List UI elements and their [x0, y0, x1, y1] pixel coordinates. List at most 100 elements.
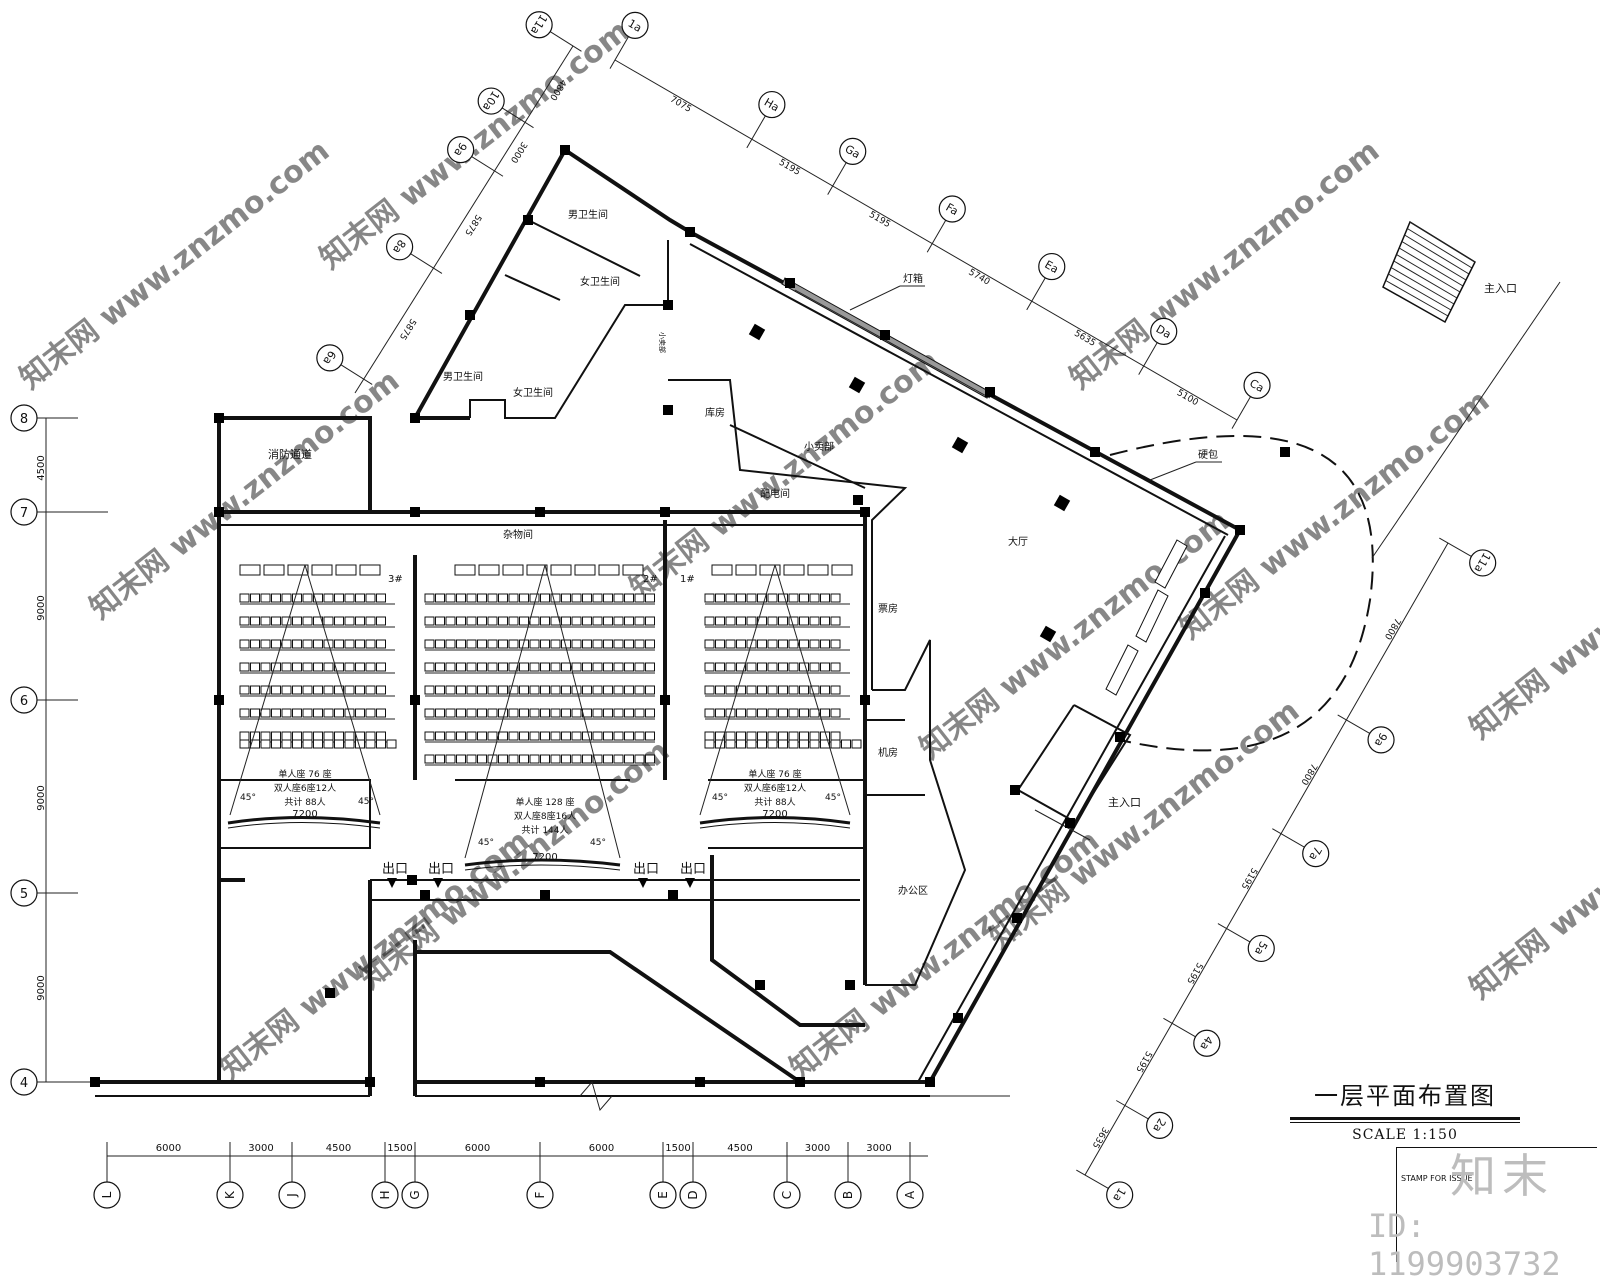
watermark-text: 知末网 www.znzmo.com	[83, 363, 406, 626]
room-labels: 消防通道 男卫生间 女卫生间 男卫生间 女卫生间 库房 小卖部 配电间 杂物间 …	[268, 208, 1517, 897]
room-label-machine-room: 机房	[878, 746, 898, 759]
hall-2-line3: 共计 144人	[521, 824, 568, 836]
diag-axis-label: 7a	[1306, 844, 1324, 862]
diag-axis-label: Ha	[762, 96, 782, 115]
bottom-axis-label: F	[533, 1191, 547, 1198]
hall-3-line3: 共计 88人	[284, 796, 325, 808]
diag-axis-label: 4a	[1197, 1034, 1215, 1052]
watermark-text: 知末网 www.znzmo.com	[313, 13, 636, 276]
bottom-dim: 3000	[866, 1143, 891, 1154]
room-label-mens-toilet-top: 男卫生间	[568, 208, 608, 221]
exit-label: 出口	[428, 862, 454, 877]
cinema-seats	[239, 564, 862, 766]
bottom-axis-label: H	[378, 1190, 392, 1199]
left-dim: 9000	[36, 785, 47, 810]
room-label-main-entrance-side: 主入口	[1108, 796, 1141, 809]
bottom-axis-label: L	[100, 1191, 114, 1198]
room-label-soft-pack: 硬包	[1198, 448, 1218, 461]
diag-dim: 5875	[397, 317, 418, 342]
left-axis-grid: 8 7 6 5 4 4500 9000 9000 9000	[10, 404, 108, 1096]
angle-label: 45°	[358, 797, 374, 807]
left-axis-label: 6	[20, 694, 28, 709]
hall-3-line1: 单人座 76 座	[278, 768, 331, 780]
bottom-dim: 6000	[589, 1143, 614, 1154]
left-axis-label: 8	[20, 412, 28, 427]
hall-2-line1: 单人座 128 座	[516, 796, 575, 808]
bottom-dim: 3000	[248, 1143, 273, 1154]
angle-label: 45°	[825, 793, 841, 803]
hall-1-line2: 双人座6座12人	[744, 782, 806, 794]
bottom-axis-label: B	[841, 1191, 855, 1199]
bottom-axis-label: E	[656, 1191, 670, 1199]
stamp-box: STAMP FOR ISSUE	[1396, 1147, 1597, 1262]
diag-axis-label: Fa	[944, 201, 961, 218]
room-label-small-shop: 小卖部	[658, 332, 667, 353]
room-label-storage: 库房	[705, 406, 725, 419]
diag-axis-label: 2a	[1150, 1116, 1168, 1134]
diag-axis-label: Ca	[1247, 377, 1266, 395]
title-block: 一层平面布置图 SCALE 1:150	[1290, 1076, 1520, 1143]
bottom-axis-label: A	[903, 1190, 917, 1199]
watermark-text: 知末网 www.znzmo.com	[983, 693, 1306, 956]
watermark-text: 知末网 www.znzmo.com	[1463, 483, 1600, 746]
angle-label: 45°	[478, 838, 494, 848]
diag-dim: 5875	[462, 212, 483, 237]
room-label-lobby: 大厅	[1008, 535, 1028, 548]
room-label-ticket-office: 票房	[878, 602, 898, 615]
room-label-womens-toilet-bottom: 女卫生间	[513, 386, 553, 399]
exit-label: 出口	[382, 862, 408, 877]
angle-label: 45°	[712, 793, 728, 803]
angle-label: 45°	[590, 838, 606, 848]
watermark-text: 知末网 www.znzmo.com	[13, 133, 336, 396]
plan-title: 一层平面布置图	[1314, 1082, 1496, 1110]
stamp-label: STAMP FOR ISSUE	[1401, 1174, 1473, 1183]
room-label-mens-toilet-bottom: 男卫生间	[443, 370, 483, 383]
title-rule	[1290, 1117, 1520, 1123]
hall-1-line3: 共计 88人	[754, 796, 795, 808]
building-walls	[95, 147, 1561, 1112]
hall-3-width: 7200	[292, 809, 317, 820]
bottom-axis-label: K	[223, 1190, 237, 1199]
hall-2-width: 7200	[532, 852, 557, 863]
diag-axis-label: Ea	[1042, 258, 1060, 276]
hall-id-3: 3#	[388, 574, 403, 585]
bottom-dim: 4500	[727, 1143, 752, 1154]
diag-axis-label: 1a	[1110, 1185, 1128, 1203]
room-label-power-room: 配电间	[760, 487, 790, 500]
diag-dim: 3000	[508, 140, 529, 165]
exit-label: 出口	[633, 862, 659, 877]
exit-arrow-icon	[638, 878, 648, 888]
scale-text: SCALE 1:150	[1352, 1127, 1458, 1143]
diag-axis-label: 9a	[451, 140, 469, 159]
bottom-axis-label: J	[285, 1193, 299, 1198]
room-label-lightbox: 灯箱	[903, 272, 923, 285]
bottom-axis-label: D	[686, 1190, 700, 1199]
diag-axis-label: 5a	[1252, 939, 1270, 957]
hall-id-2: 2#	[643, 574, 658, 585]
screens	[227, 564, 851, 871]
left-dim: 4500	[36, 455, 47, 480]
room-label-womens-toilet-top: 女卫生间	[580, 275, 620, 288]
left-axis-label: 7	[20, 506, 28, 521]
room-label-utility-room: 杂物间	[503, 528, 533, 541]
exit-arrow-icon	[433, 878, 443, 888]
watermark-text: 知末网 www.znzmo.com	[1463, 743, 1600, 1006]
room-label-snack-bar: 小卖部	[804, 440, 834, 453]
room-label-fire-passage: 消防通道	[268, 447, 312, 461]
diag-axis-label: 9a	[1372, 730, 1390, 748]
left-axis-label: 4	[20, 1076, 28, 1091]
exit-arrow-icon	[387, 878, 397, 888]
diag-axis-label: 6a	[320, 348, 338, 367]
bottom-dim: 6000	[156, 1143, 181, 1154]
diag-axis-label: 1a	[626, 17, 644, 35]
bottom-axis-label: G	[408, 1190, 422, 1199]
bottom-axis-label: C	[780, 1191, 794, 1199]
exit-label: 出口	[680, 862, 706, 877]
hall-id-1: 1#	[680, 574, 695, 585]
room-label-office-area: 办公区	[898, 884, 928, 897]
bottom-dim: 4500	[326, 1143, 351, 1154]
angle-label: 45°	[240, 793, 256, 803]
